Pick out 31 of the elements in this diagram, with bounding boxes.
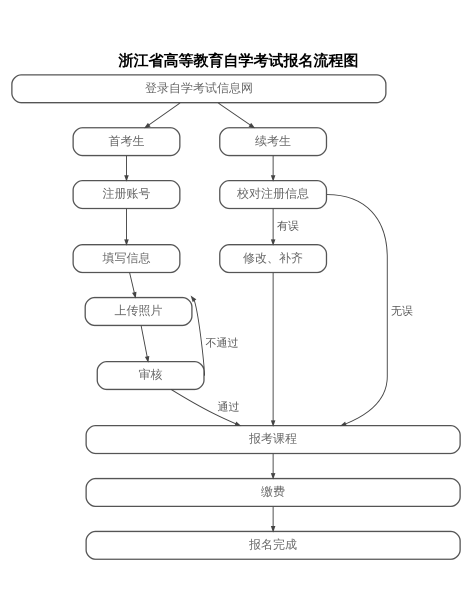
arrow: [270, 154, 276, 182]
edge-label: 通过: [218, 400, 240, 413]
node-box: 报名完成: [85, 530, 461, 560]
arrow: [218, 102, 256, 128]
edge-label: 不通过: [206, 336, 239, 349]
arrow: [124, 154, 129, 182]
node-box: 续考生: [219, 126, 328, 156]
node-box: 校对注册信息: [219, 179, 328, 209]
arrow: [170, 388, 242, 426]
arrow: [270, 452, 276, 480]
arrow: [129, 272, 136, 298]
node-box: 审核: [96, 360, 205, 390]
node-box: 填写信息: [72, 244, 180, 273]
edge-label: 无误: [391, 304, 414, 317]
arrow: [140, 324, 150, 362]
node-box: 上传照片: [84, 296, 193, 326]
node-box: 首考生: [72, 126, 180, 156]
node-box: 修改、补齐: [219, 244, 328, 273]
node-box: 登录自学考试信息网: [11, 74, 387, 103]
node-box: 报考课程: [85, 424, 461, 454]
arrow: [190, 295, 205, 376]
edge-label: 有误: [276, 218, 299, 232]
arrow: [270, 208, 276, 246]
arrow: [124, 208, 129, 246]
arrow: [270, 272, 276, 426]
arrow: [270, 506, 276, 532]
node-box: 缴费: [85, 477, 461, 507]
arrow: [144, 102, 181, 128]
node-box: 注册账号: [72, 179, 180, 209]
arrow: [326, 194, 388, 426]
diagram-title: 浙江省高等教育自学考试报名流程图: [118, 52, 359, 69]
